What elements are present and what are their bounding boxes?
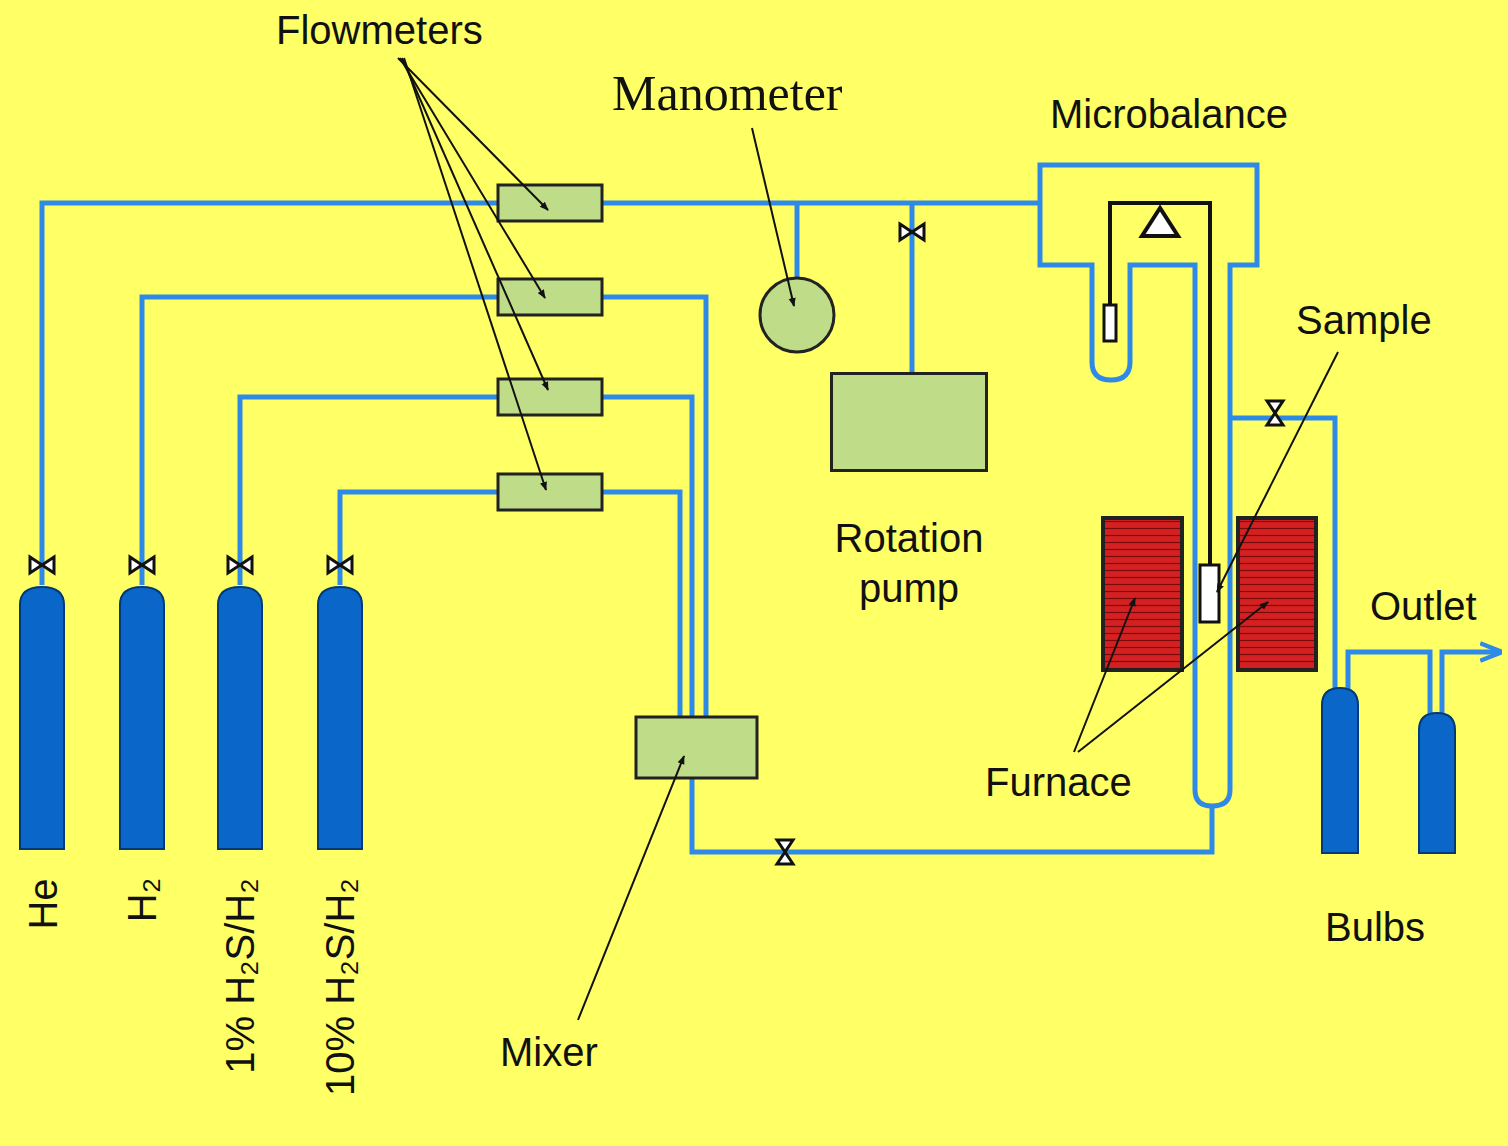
drawing-part [602, 201, 1040, 206]
outlet-label: Outlet [1370, 584, 1477, 628]
furnace-label: Furnace [985, 760, 1132, 804]
drawing-part [1217, 352, 1338, 592]
flowmeters-label: Flowmeters [276, 8, 483, 52]
drawing-part [498, 474, 602, 510]
gas-pipes [42, 165, 1500, 852]
drawing-part [130, 557, 154, 573]
drawing-part [1442, 652, 1500, 715]
mixer-label: Mixer [500, 1030, 598, 1074]
drawing-part [900, 224, 924, 240]
drawing-part [1348, 652, 1430, 715]
gas-cylinder [119, 585, 165, 850]
drawing-part [228, 557, 252, 573]
manometer-gauge [760, 278, 834, 352]
drawing-part [1200, 565, 1219, 622]
flowmeters [498, 185, 602, 510]
valves [30, 224, 1283, 864]
drawing-part [1230, 418, 1335, 690]
drawing-part [752, 128, 794, 306]
cylinder-label: H₂ [122, 878, 162, 922]
cylinder-label: He [22, 878, 62, 929]
sample-label: Sample [1296, 298, 1432, 342]
drawing-part [328, 557, 352, 573]
gas-cylinder-node: He [19, 585, 65, 850]
drawing-part [1267, 401, 1283, 425]
manometer-label: Manometer [612, 66, 842, 121]
drawing-part [498, 379, 602, 415]
drawing-part [142, 297, 498, 585]
microbalance-label: Microbalance [1050, 92, 1288, 136]
drawing-part [777, 840, 793, 864]
pump-node: Rotation pump [830, 372, 988, 472]
cylinder-body [20, 587, 64, 849]
gas-cylinder [217, 585, 263, 850]
drawing-part [910, 203, 915, 372]
cylinder-body [318, 587, 362, 849]
drawing-part [1104, 305, 1116, 341]
drawing-part [1419, 713, 1455, 853]
leader-lines [398, 58, 1338, 1020]
cylinder-body [120, 587, 164, 849]
drawing-part [1267, 419, 1283, 443]
drawing-part [402, 58, 548, 390]
pump-label: Rotation pump [799, 513, 1019, 613]
drawing-part [400, 58, 545, 298]
drawing-part [42, 203, 498, 585]
gas-cylinder-node: 10% H₂S/H₂ [317, 585, 363, 850]
drawing-part [404, 58, 546, 490]
drawing-part [1040, 165, 1257, 806]
drawing-part [398, 58, 548, 210]
cylinder-body [218, 587, 262, 849]
drawing-part [1110, 203, 1210, 565]
drawing-part [602, 297, 706, 717]
gas-cylinder [317, 585, 363, 850]
drawing-part [1074, 598, 1135, 752]
bulbs [1322, 688, 1455, 853]
drawing-part [1142, 208, 1178, 236]
drawing-part [498, 185, 602, 221]
drawing-part [602, 397, 692, 717]
drawing-part [1322, 688, 1358, 853]
cylinder-label: 1% H₂S/H₂ [220, 878, 260, 1074]
drawing-part [692, 778, 1212, 852]
bulbs-label: Bulbs [1325, 905, 1425, 949]
mixer-box [636, 717, 757, 778]
drawing-part [340, 492, 498, 585]
drawing-part [578, 756, 684, 1020]
drawing-part [795, 203, 800, 278]
drawing-part [1078, 602, 1268, 752]
drawing-part [240, 397, 498, 585]
gas-cylinder [19, 585, 65, 850]
drawing-part [602, 492, 680, 717]
gas-cylinder-node: H₂ [119, 585, 165, 850]
gas-cylinder-node: 1% H₂S/H₂ [217, 585, 263, 850]
drawing-part [1238, 518, 1316, 670]
drawing-part [30, 557, 54, 573]
cylinder-label: 10% H₂S/H₂ [320, 878, 360, 1096]
